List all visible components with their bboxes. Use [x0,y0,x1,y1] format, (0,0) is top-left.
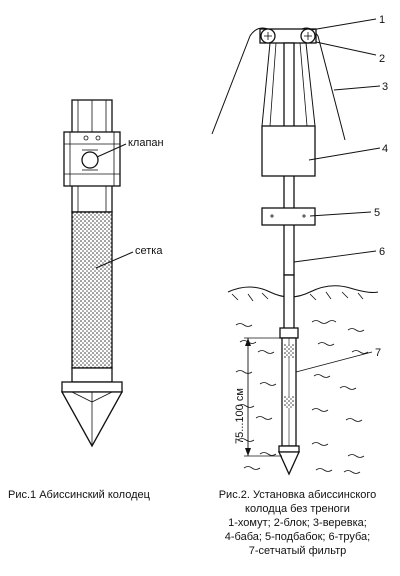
fig2-caption: Рис.2. Установка абиссинского колодца бе… [200,488,395,558]
fig2-callout-4: 4 [382,143,388,155]
fig1-valve-leader [96,143,127,158]
fig1-lower-pipe [71,367,113,383]
fig1-mesh-label: сетка [135,245,163,257]
fig1-valve-ball [81,151,99,169]
fig2-callout-6: 6 [379,246,385,258]
fig2-caption-line: 1-хомут; 2-блок; 3-веревка; [228,517,367,529]
fig2-ground [227,285,379,298]
fig2-rope [211,27,271,135]
fig2-callout-3: 3 [382,81,388,93]
fig2-callout-1: 1 [379,14,385,26]
fig1-tip-collar [61,381,123,393]
fig2-callout-5: 5 [374,207,380,219]
fig2-depth-label: 75...100 см [234,388,246,444]
fig2-anvil [261,207,316,226]
fig2-caption-line: 4-баба; 5-подбабок; 6-труба; [224,531,371,543]
fig2-caption-line: Рис.2. Установка абиссинского [218,489,377,501]
fig2-caption-line: колодца без треноги [245,503,350,515]
fig1-valve-label: клапан [128,137,164,149]
fig2-weight [261,125,316,177]
fig2-drawing [211,18,381,476]
fig2-callout-2: 2 [379,53,385,65]
fig2-cone-tip [277,451,301,476]
fig1-drawing [60,99,134,448]
fig2-caption-line: 7-сетчатый фильтр [248,545,347,557]
fig2-coupling [279,327,299,339]
fig1-mesh-leader [95,251,134,269]
fig1-caption: Рис.1 Абиссинский колодец [8,489,150,501]
fig2-callout-7: 7 [375,347,381,359]
fig2-water [235,320,369,474]
fig1-mesh-filter [71,211,113,369]
